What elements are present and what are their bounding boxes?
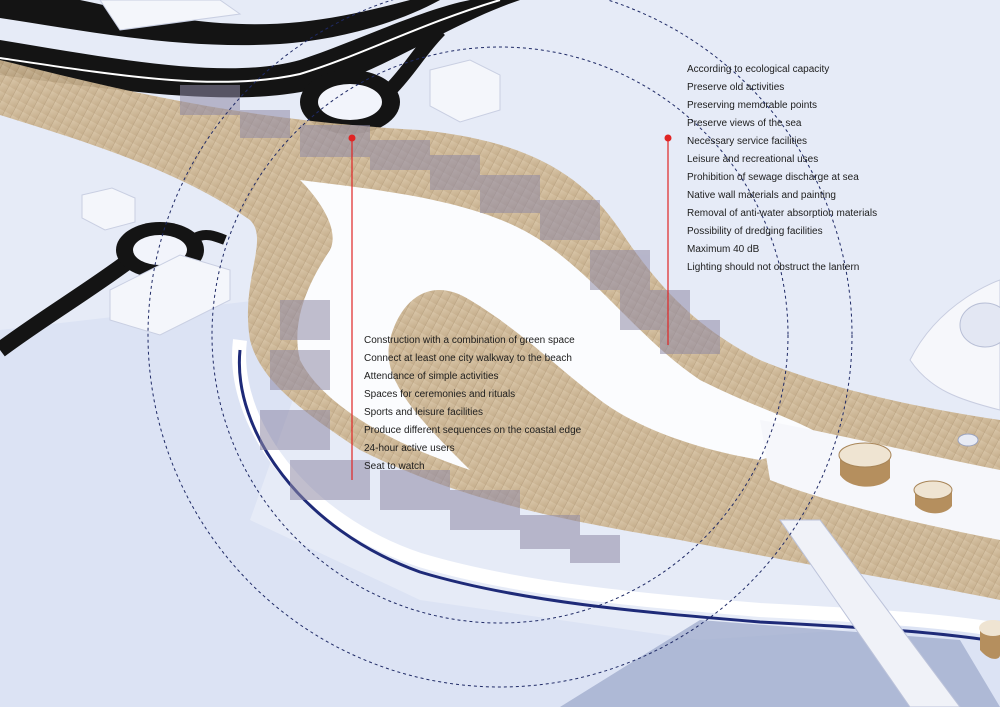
building bbox=[429, 59, 501, 123]
diagonal-walkway bbox=[779, 519, 961, 707]
annotation-item: Lighting should not obstruct the lantern bbox=[687, 262, 860, 273]
annotation-item: Connect at least one city walkway to the… bbox=[364, 353, 572, 364]
annotation-item: Prohibition of sewage discharge at sea bbox=[687, 172, 859, 183]
inner-plaza bbox=[297, 180, 830, 470]
marker-pin-icon bbox=[664, 134, 672, 345]
building bbox=[81, 187, 136, 231]
building bbox=[99, 0, 242, 31]
cylinder-kiosks bbox=[838, 433, 1000, 659]
annotation-list-right: According to ecological capacity Preserv… bbox=[687, 61, 877, 277]
highway bbox=[0, 0, 520, 98]
building bbox=[109, 254, 231, 336]
dashed-ring-icon bbox=[147, 0, 853, 688]
annotation-list-center: Construction with a combination of green… bbox=[364, 332, 581, 476]
annotation-item: Spaces for ceremonies and rituals bbox=[364, 389, 516, 400]
highway-lane-line bbox=[0, 0, 501, 83]
annotation-item: Preserve views of the sea bbox=[687, 118, 802, 129]
annotation-item: Attendance of simple activities bbox=[364, 371, 499, 382]
annotation-item: Possibility of dredging facilities bbox=[687, 226, 823, 237]
marker-pin-icon bbox=[348, 134, 356, 480]
annotation-item: Maximum 40 dB bbox=[687, 244, 760, 255]
pavilion-opening bbox=[959, 302, 1000, 348]
annotation-item: According to ecological capacity bbox=[687, 64, 830, 75]
annotation-item: Sports and leisure facilities bbox=[364, 407, 483, 418]
annotation-item: Preserve old activities bbox=[687, 82, 785, 93]
activity-blocks bbox=[180, 85, 720, 563]
annotation-item: Construction with a combination of green… bbox=[364, 335, 575, 346]
annotation-item: Necessary service facilities bbox=[687, 136, 808, 147]
annotation-item: 24-hour active users bbox=[364, 443, 455, 454]
annotation-item: Produce different sequences on the coast… bbox=[364, 425, 582, 436]
promenade-deck bbox=[0, 60, 1000, 600]
annotation-item: Removal of anti-water absorption materia… bbox=[687, 208, 878, 219]
annotation-item: Seat to watch bbox=[364, 461, 425, 472]
annotation-item: Leisure and recreational uses bbox=[687, 154, 819, 165]
roundabout-icon bbox=[300, 25, 446, 134]
annotation-item: Preserving memorable points bbox=[687, 100, 818, 111]
annotation-item: Native wall materials and painting bbox=[687, 190, 836, 201]
